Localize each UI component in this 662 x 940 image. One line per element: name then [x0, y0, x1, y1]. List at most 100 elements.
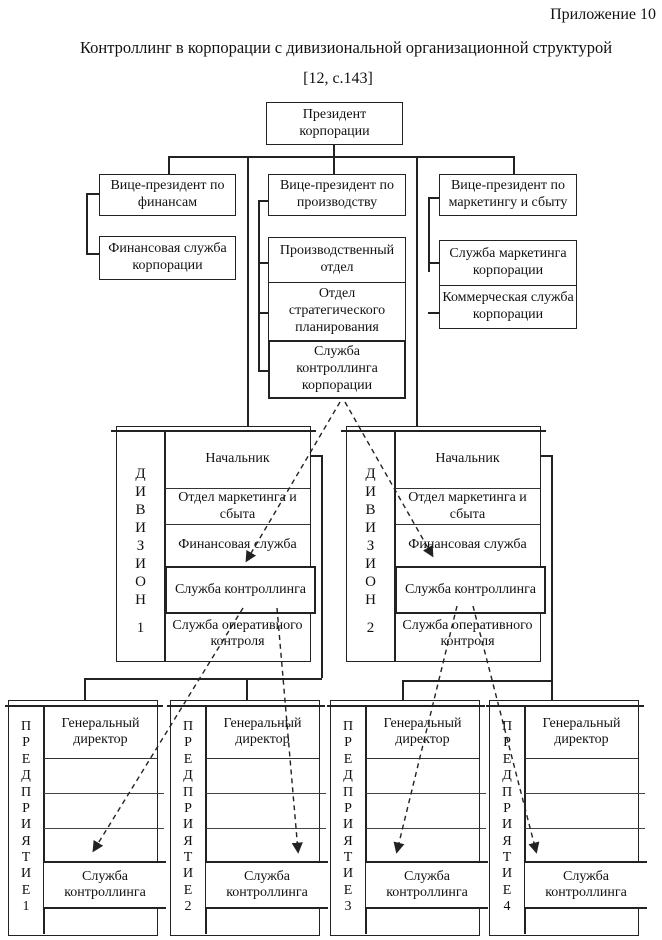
label-letter: Р	[22, 735, 30, 751]
label-letter: Р	[344, 735, 352, 751]
empty-unit	[206, 794, 326, 829]
general-director: Генеральный директор	[206, 706, 319, 759]
label-letter: П	[342, 719, 354, 734]
vp-finance-title: Вице-президент по финансам	[110, 178, 225, 210]
label-letter: Е	[21, 882, 31, 898]
division-head: Начальник	[165, 431, 310, 489]
enterprise-number: 4	[503, 899, 511, 915]
label-letter: Е	[183, 882, 193, 898]
empty-unit	[366, 759, 486, 794]
finance-service-box: Финансовая служба корпорации	[99, 236, 236, 280]
controlling-link-arrow	[472, 605, 540, 854]
empty-unit	[525, 759, 645, 794]
controlling-link-arrow	[276, 607, 303, 854]
commercial-service-label: Коммерческая служба корпорации	[442, 290, 574, 322]
label-letter: П	[20, 719, 32, 734]
label-letter: Я	[343, 833, 353, 849]
enterprise-controlling: Служба контроллинга	[525, 861, 647, 909]
division-head: Начальник	[395, 431, 540, 489]
label-letter: И	[135, 556, 146, 572]
empty-unit	[525, 794, 645, 829]
label-letter: И	[342, 817, 354, 833]
division-finance: Финансовая служба	[178, 537, 297, 553]
label-letter: Д	[183, 768, 193, 784]
label-letter: И	[20, 866, 32, 882]
label-letter: Р	[503, 800, 511, 816]
general-director: Генеральный директор	[44, 706, 157, 759]
label-letter: П	[342, 784, 354, 800]
general-director: Генеральный директор	[525, 706, 638, 759]
enterprise-controlling: Служба контроллинга	[44, 861, 166, 909]
label-letter: Е	[343, 882, 353, 898]
label-letter: Р	[184, 735, 192, 751]
division-operational-control: Служба оперативного контроля	[402, 618, 533, 650]
label-letter: И	[182, 866, 194, 882]
label-letter: Р	[344, 800, 352, 816]
vp-finance-box: Вице-президент по финансам	[99, 174, 236, 216]
division-finance: Финансовая служба	[408, 537, 527, 553]
label-letter: Я	[183, 833, 193, 849]
division-2-label: Д И В И З И О Н 2	[347, 465, 394, 637]
president-subtitle: корпорации	[299, 123, 370, 139]
division-1-label: Д И В И З И О Н 1	[117, 465, 164, 637]
controlling-link-arrow	[92, 607, 244, 853]
commercial-service-box: Коммерческая служба корпорации	[439, 285, 577, 329]
division-operational-control: Служба оперативного контроля	[172, 618, 303, 650]
label-letter: Т	[183, 850, 193, 865]
label-letter: З	[136, 538, 145, 554]
corporate-controlling-label: Служба контроллинга корпорации	[296, 344, 378, 393]
vp-production-box: Вице-президент по производству	[268, 174, 406, 216]
label-letter: Е	[502, 882, 512, 898]
label-letter: И	[20, 817, 32, 833]
appendix-label: Приложение 10	[550, 6, 656, 23]
label-letter: Е	[183, 751, 193, 767]
label-letter: И	[365, 484, 376, 500]
enterprise-number: 1	[22, 899, 30, 915]
empty-unit	[44, 794, 164, 829]
general-director: Генеральный директор	[366, 706, 479, 759]
controlling-link-arrow	[344, 401, 434, 558]
controlling-link-arrow	[393, 605, 458, 854]
label-letter: П	[182, 784, 194, 800]
label-letter: П	[182, 719, 194, 734]
empty-unit	[206, 759, 326, 794]
enterprise-controlling: Служба контроллинга	[366, 861, 488, 909]
label-letter: Н	[135, 592, 146, 608]
label-letter: Я	[502, 833, 512, 849]
label-letter: Н	[365, 592, 376, 608]
strategic-planning-box: Отдел стратегического планирования	[268, 282, 406, 341]
finance-service-label: Финансовая служба корпорации	[108, 241, 227, 273]
label-letter: И	[182, 817, 194, 833]
empty-unit	[366, 794, 486, 829]
label-letter: Д	[135, 466, 146, 482]
division-number: 2	[366, 620, 375, 636]
source-reference: [12, с.143]	[303, 70, 373, 87]
label-letter: Е	[343, 751, 353, 767]
label-letter: Е	[21, 751, 31, 767]
label-letter: З	[366, 538, 375, 554]
label-letter: О	[135, 574, 146, 590]
label-letter: Т	[21, 850, 31, 865]
label-letter: Д	[502, 768, 512, 784]
division-1: Д И В И З И О Н 1 Начальник Отдел маркет…	[111, 426, 316, 662]
label-letter: И	[135, 520, 146, 536]
production-dept-box: Производственный отдел	[268, 237, 406, 283]
label-letter: Е	[502, 751, 512, 767]
label-letter: П	[20, 784, 32, 800]
label-letter: Т	[343, 850, 353, 865]
label-letter: Д	[365, 466, 376, 482]
marketing-service-box: Служба маркетинга корпорации	[439, 240, 577, 286]
label-letter: И	[501, 817, 513, 833]
enterprise-controlling: Служба контроллинга	[206, 861, 328, 909]
corporate-controlling-box: Служба контроллинга корпорации	[268, 340, 406, 399]
label-letter: П	[501, 784, 513, 800]
division-controlling: Служба контроллинга	[395, 566, 546, 614]
label-letter: И	[365, 556, 376, 572]
label-letter: Р	[503, 735, 511, 751]
diagram-title: Контроллинг в корпорации с дивизионально…	[79, 38, 613, 57]
strategic-planning-label: Отдел стратегического планирования	[288, 286, 386, 335]
